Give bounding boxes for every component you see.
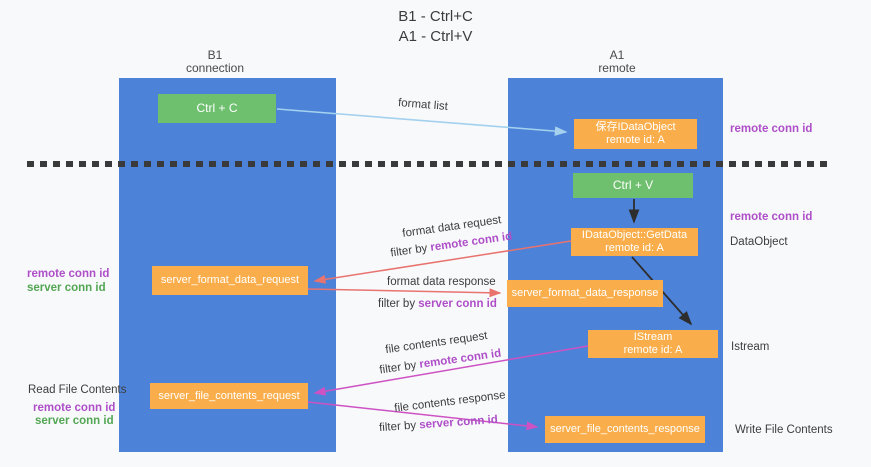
save-idataobject-line1: 保存IDataObject (595, 121, 676, 133)
istream-line2: remote id: A (623, 344, 683, 356)
ctrl-v-box: Ctrl + V (573, 173, 693, 198)
filter-prefix: filter by (378, 359, 418, 377)
right-remote-conn-id-mid: remote conn id (730, 211, 813, 223)
server-file-contents-response-box: server_file_contents_response (545, 416, 705, 443)
server-file-contents-request-box: server_file_contents_request (150, 383, 308, 409)
istream-line1: IStream (633, 331, 673, 343)
filter-by-server-conn-id-label-2: filter by server conn id (379, 414, 498, 434)
server-conn-id-key: server conn id (418, 413, 499, 432)
left-remote-conn-id-top: remote conn id (27, 268, 110, 280)
right-column-name: A1 (609, 48, 625, 62)
server-format-data-response-label: server_format_data_response (511, 287, 659, 299)
getdata-line2: remote id: A (605, 242, 664, 254)
save-idataobject-box: 保存IDataObject remote id: A (574, 119, 697, 149)
left-remote-conn-id-bottom: remote conn id (33, 402, 116, 414)
left-column-header: B1 connection (155, 49, 275, 75)
ctrl-c-box: Ctrl + C (158, 94, 276, 123)
title-line-1: B1 - Ctrl+C (398, 8, 473, 25)
filter-prefix: filter by (378, 419, 417, 435)
left-column-subtitle: connection (185, 61, 245, 75)
server-conn-id-key: server conn id (418, 298, 497, 310)
title-line-2: A1 - Ctrl+V (398, 28, 473, 45)
istream-side-label: Istream (731, 341, 770, 353)
file-contents-response-label: file contents response (393, 389, 507, 415)
right-column-subtitle: remote (598, 61, 636, 75)
getdata-line1: IDataObject::GetData (581, 229, 688, 241)
format-data-response-label: format data response (387, 276, 496, 288)
server-file-contents-response-label: server_file_contents_response (550, 423, 700, 435)
ctrl-v-label: Ctrl + V (612, 178, 654, 192)
server-format-data-request-box: server_format_data_request (152, 266, 308, 295)
read-file-contents-label: Read File Contents (28, 384, 127, 396)
dashed-separator-line (27, 161, 832, 167)
right-remote-conn-id-top: remote conn id (730, 123, 813, 135)
filter-prefix: filter by (378, 298, 416, 310)
ctrl-c-label: Ctrl + C (196, 101, 238, 115)
right-column-header: A1 remote (557, 49, 677, 75)
diagram-title: B1 - Ctrl+C A1 - Ctrl+V (0, 7, 871, 47)
dataobject-label: DataObject (730, 236, 788, 248)
server-format-data-request-label: server_format_data_request (160, 274, 300, 286)
server-format-data-response-box: server_format_data_response (507, 280, 663, 307)
left-server-conn-id-bottom: server conn id (35, 415, 114, 427)
write-file-contents-label: Write File Contents (735, 424, 833, 436)
format-list-label: format list (397, 97, 449, 113)
remote-conn-id-key: remote conn id (418, 347, 502, 371)
server-file-contents-request-label: server_file_contents_request (158, 389, 300, 402)
arrow-format-data-response (307, 288, 502, 298)
left-server-conn-id-top: server conn id (27, 282, 106, 294)
filter-by-server-conn-id-label-1: filter by server conn id (378, 298, 497, 310)
istream-box: IStream remote id: A (588, 330, 718, 358)
save-idataobject-line2: remote id: A (606, 134, 665, 146)
filter-prefix: filter by (389, 242, 429, 260)
idataobject-getdata-box: IDataObject::GetData remote id: A (571, 228, 698, 256)
left-column-name: B1 (207, 48, 223, 62)
